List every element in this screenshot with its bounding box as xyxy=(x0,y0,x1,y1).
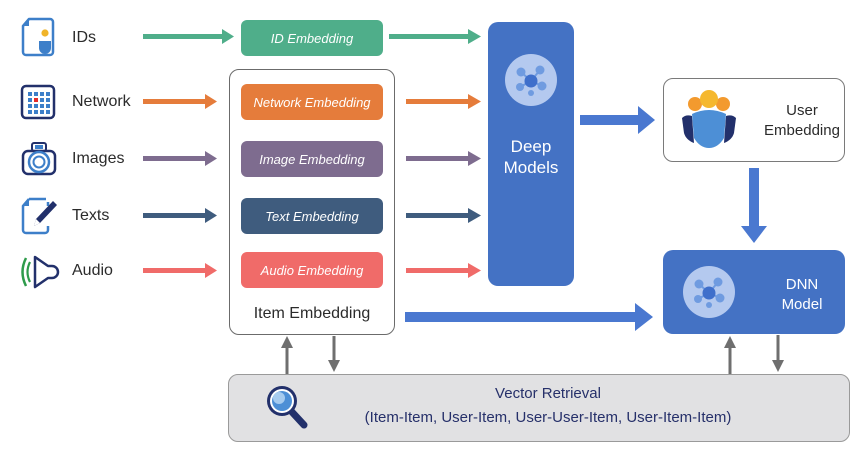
vector-retrieval-subtitle: (Item-Item, User-Item, User-User-Item, U… xyxy=(364,409,732,426)
user-embedding-label: User Embedding xyxy=(762,101,842,141)
vector-retrieval-title: Vector Retrieval xyxy=(495,385,601,402)
source-label-texts: Texts xyxy=(72,207,110,224)
vector-retrieval-box xyxy=(228,374,850,442)
dnn-model-label: DNN Model xyxy=(762,275,842,315)
arrow-user-embedding-to-dnn xyxy=(741,168,767,243)
arrow-item-embedding-to-retrieval xyxy=(328,336,340,372)
network-grid-icon xyxy=(20,84,56,120)
arrow-images-to-embedding xyxy=(143,151,217,166)
deep-models-line2: Models xyxy=(503,158,559,177)
arrow-id-embedding-to-deep xyxy=(389,29,481,44)
dnn-model-line1: DNN xyxy=(785,276,819,293)
arrow-image-embedding-to-deep xyxy=(406,151,481,166)
user-embedding-line1: User xyxy=(786,102,818,119)
source-label-audio: Audio xyxy=(72,262,113,279)
audio-embedding-box: Audio Embedding xyxy=(241,252,383,288)
user-embedding-line2: Embedding xyxy=(764,122,840,139)
deep-models-line1: Deep xyxy=(510,137,552,156)
arrow-retrieval-to-item-embedding xyxy=(281,336,293,374)
magnifier-icon xyxy=(267,386,308,429)
camera-icon xyxy=(21,142,57,176)
arrow-item-embedding-to-dnn xyxy=(405,303,653,331)
source-label-images: Images xyxy=(72,150,125,167)
document-pen-icon xyxy=(21,197,57,235)
id-embedding-box: ID Embedding xyxy=(241,20,383,56)
arrow-network-to-embedding xyxy=(143,94,217,109)
source-label-ids: IDs xyxy=(72,29,96,46)
arrow-network-embedding-to-deep xyxy=(406,94,481,109)
deep-models-label: Deep Models xyxy=(488,136,574,178)
arrow-deep-to-user-embedding xyxy=(580,106,655,134)
arrow-dnn-to-retrieval xyxy=(772,335,784,372)
id-card-icon xyxy=(21,17,55,57)
arrow-audio-embedding-to-deep xyxy=(406,263,481,278)
arrow-retrieval-to-dnn xyxy=(724,336,736,374)
network-embedding-box: Network Embedding xyxy=(241,84,383,120)
speaker-icon xyxy=(21,255,60,289)
item-embedding-label: Item Embedding xyxy=(253,305,371,322)
text-embedding-box: Text Embedding xyxy=(241,198,383,234)
deep-models-network-icon xyxy=(505,54,557,106)
dnn-network-icon xyxy=(683,266,735,318)
image-embedding-box: Image Embedding xyxy=(241,141,383,177)
arrow-ids-to-id-embedding xyxy=(143,29,234,44)
dnn-model-line2: Model xyxy=(781,296,823,313)
source-label-network: Network xyxy=(72,93,131,110)
users-group-icon xyxy=(682,90,736,148)
arrow-texts-to-embedding xyxy=(143,208,217,223)
arrow-text-embedding-to-deep xyxy=(406,208,481,223)
arrow-audio-to-embedding xyxy=(143,263,217,278)
